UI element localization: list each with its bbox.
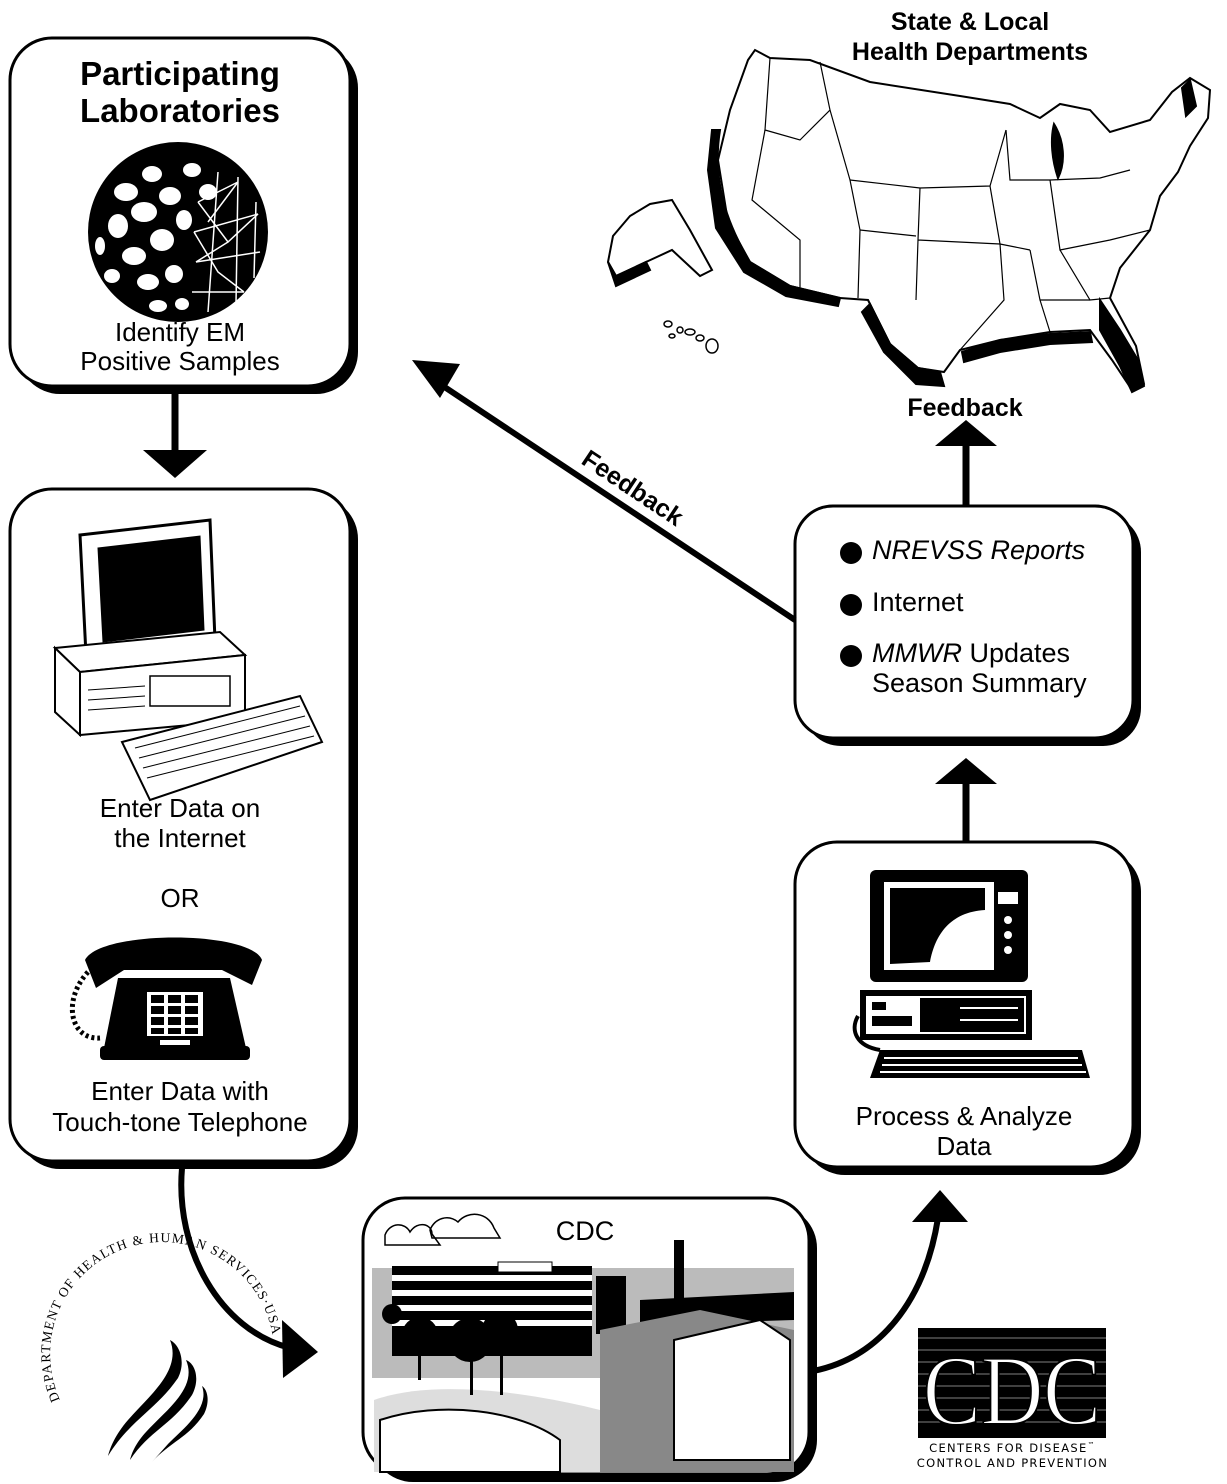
labs-caption-line1: Identify EM bbox=[114, 317, 246, 347]
internet-entry-line2: the Internet bbox=[114, 823, 246, 853]
updates-text: Updates bbox=[961, 638, 1071, 669]
output-item-internet: Internet bbox=[840, 586, 1120, 618]
bullet-icon bbox=[840, 542, 862, 564]
map-title-line1: State & Local bbox=[890, 8, 1050, 36]
arrow-entry-to-cdc bbox=[178, 1167, 318, 1378]
telephone-icon bbox=[69, 937, 262, 1060]
process-line1: Process & Analyze bbox=[855, 1101, 1073, 1131]
cdc-name-line2: CONTROL AND PREVENTION bbox=[916, 1456, 1109, 1470]
map-title-line2: Health Departments bbox=[851, 38, 1089, 66]
mmwr-text: MMWR bbox=[872, 638, 962, 669]
internet-entry-line1: Enter Data on bbox=[99, 793, 261, 823]
bullet-icon bbox=[840, 593, 862, 616]
arrow-outputs-to-health-depts bbox=[935, 420, 997, 506]
labs-title: Participating Laboratories bbox=[80, 55, 280, 129]
output-item-nrevss: NREVSS Reports bbox=[840, 535, 1120, 566]
cdc-name-line1: CENTERS FOR DISEASE™ bbox=[929, 1441, 1096, 1455]
or-label: OR bbox=[160, 883, 200, 913]
cdc-building-label: CDC bbox=[555, 1216, 615, 1246]
season-summary-text: Season Summary bbox=[872, 668, 1087, 699]
svg-text:DEPARTMENT OF HEALTH & HUMAN S: DEPARTMENT OF HEALTH & HUMAN SERVICES·US… bbox=[38, 1230, 284, 1405]
internet-text: Internet bbox=[872, 586, 964, 617]
arrow-cdc-to-process bbox=[807, 1190, 968, 1375]
desktop-computer-icon bbox=[52, 518, 324, 802]
us-map bbox=[606, 48, 1212, 394]
cdc-building-illustration bbox=[372, 1213, 794, 1473]
phone-entry-line2: Touch-tone Telephone bbox=[52, 1107, 308, 1137]
feedback-vertical-label: Feedback bbox=[907, 394, 1023, 422]
bullet-icon bbox=[840, 645, 862, 668]
cdc-logo: CDC bbox=[918, 1328, 1106, 1447]
trademark: ™ bbox=[1087, 1441, 1096, 1450]
process-line2: Data bbox=[936, 1131, 992, 1161]
arrow-process-to-outputs bbox=[935, 758, 997, 842]
virus-icon bbox=[88, 142, 268, 322]
svg-text:CDC: CDC bbox=[923, 1335, 1101, 1446]
phone-entry-line1: Enter Data with bbox=[91, 1076, 269, 1106]
analysis-computer-icon bbox=[852, 870, 1090, 1078]
arrow-feedback-to-labs bbox=[412, 360, 797, 623]
labs-caption-line2: Positive Samples bbox=[80, 346, 280, 376]
nrevss-reports-text: NREVSS Reports bbox=[872, 535, 1086, 565]
hhs-seal-logo: DEPARTMENT OF HEALTH & HUMAN SERVICES·US… bbox=[38, 1230, 284, 1462]
arrow-labs-to-entry bbox=[143, 394, 207, 478]
box-feedback-outputs bbox=[793, 504, 1141, 746]
